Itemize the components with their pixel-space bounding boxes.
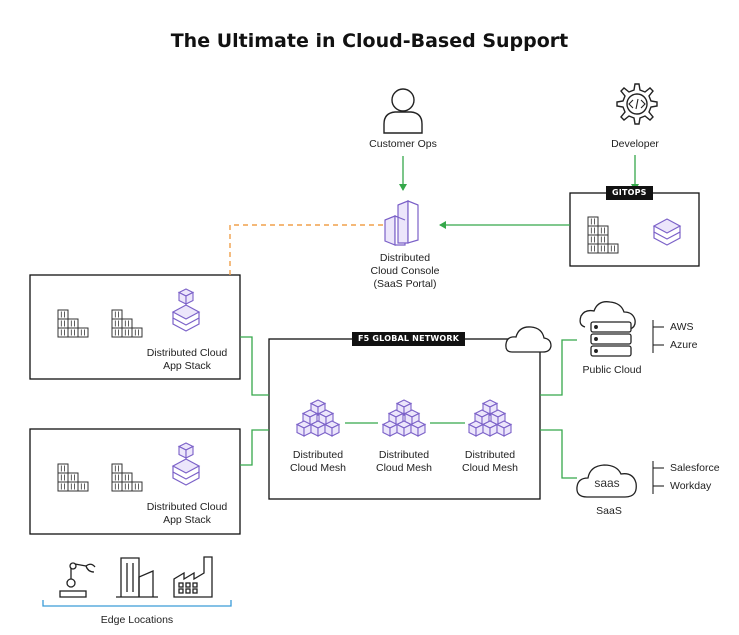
saas-provider-salesforce: Salesforce (670, 462, 720, 474)
saas-icon-text: saas (594, 476, 620, 490)
saas-cloud-icon (576, 464, 637, 498)
edge-locations-label: Edge Locations (100, 614, 174, 626)
public-cloud-provider-azure: Azure (670, 339, 698, 351)
page-title: The Ultimate in Cloud-Based Support (170, 30, 569, 52)
console-buildings-icon (384, 200, 419, 246)
mesh-label-1: Distributed Cloud Mesh (289, 449, 347, 474)
global-network-cloud-icon (505, 326, 552, 353)
robot-arm-icon (59, 562, 96, 598)
public-cloud-label: Public Cloud (582, 364, 642, 376)
saas-link (540, 429, 577, 479)
factory-icon (173, 556, 213, 598)
public-cloud-provider-aws: AWS (670, 321, 694, 333)
developer-label: Developer (611, 138, 659, 150)
gitops-tag: GITOPS (606, 186, 653, 200)
public-cloud-link (540, 339, 577, 396)
app-stack-bottom-label: Distributed Cloud App Stack (146, 501, 228, 526)
global-network-tag: F5 GLOBAL NETWORK (352, 332, 466, 346)
console-label: Distributed Cloud Console (SaaS Portal) (370, 252, 440, 290)
app-stack-bottom-link (240, 429, 269, 466)
saas-label: SaaS (596, 505, 622, 517)
mesh-label-2: Distributed Cloud Mesh (375, 449, 433, 474)
app-stack-top-link (240, 336, 269, 396)
app-stack-top-label: Distributed Cloud App Stack (146, 347, 228, 372)
mesh-label-3: Distributed Cloud Mesh (461, 449, 519, 474)
office-building-icon (116, 557, 158, 598)
console-dashed-connector (229, 224, 383, 275)
public-cloud-bracket (652, 320, 664, 353)
customer-ops-label: Customer Ops (369, 138, 437, 150)
customer-ops-icon (383, 88, 423, 134)
saas-provider-workday: Workday (670, 480, 712, 492)
edge-locations-bracket (42, 600, 232, 607)
developer-gear-icon (616, 83, 658, 125)
public-cloud-server-icon (579, 301, 636, 357)
saas-bracket (652, 461, 664, 494)
